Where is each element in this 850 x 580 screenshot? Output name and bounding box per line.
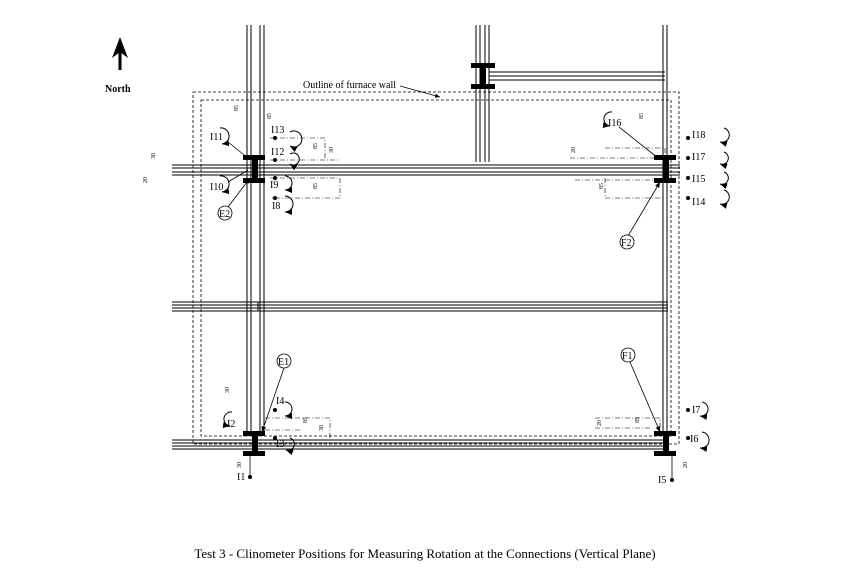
svg-text:85: 85 bbox=[639, 113, 645, 119]
clinometer-i16: I16 bbox=[608, 118, 621, 129]
furnace-wall-outline bbox=[192, 91, 680, 445]
svg-text:30: 30 bbox=[329, 147, 335, 153]
clinometer-i9: I9 bbox=[270, 180, 278, 191]
svg-text:20: 20 bbox=[683, 462, 689, 468]
clinometer-i10: I10 bbox=[210, 182, 223, 193]
svg-text:30: 30 bbox=[151, 153, 157, 159]
svg-text:20: 20 bbox=[143, 177, 149, 183]
furnace-wall-label: Outline of furnace wall bbox=[303, 80, 396, 91]
connection-leaders bbox=[227, 126, 673, 480]
svg-text:85: 85 bbox=[635, 417, 641, 423]
connection-f2: F2 bbox=[619, 234, 635, 250]
svg-text:85: 85 bbox=[599, 183, 605, 189]
clinometer-i12: I12 bbox=[271, 147, 284, 158]
clinometer-i3: I3 bbox=[276, 439, 284, 450]
svg-text:F1: F1 bbox=[622, 351, 633, 362]
svg-text:20: 20 bbox=[597, 420, 603, 426]
clinometer-i5: I5 bbox=[658, 475, 666, 486]
clinometer-i15: I15 bbox=[692, 174, 705, 185]
clinometer-i4: I4 bbox=[276, 396, 284, 407]
clinometer-i1: I1 bbox=[237, 472, 245, 483]
svg-text:F2: F2 bbox=[621, 238, 632, 249]
svg-text:85: 85 bbox=[234, 105, 240, 111]
rotation-arcs bbox=[219, 111, 730, 456]
clinometer-i14: I14 bbox=[692, 197, 705, 208]
svg-text:85: 85 bbox=[313, 143, 319, 149]
clinometer-i7: I7 bbox=[692, 405, 700, 416]
figure-caption: Test 3 - Clinometer Positions for Measur… bbox=[194, 546, 655, 561]
svg-text:20: 20 bbox=[571, 147, 577, 153]
svg-text:85: 85 bbox=[313, 183, 319, 189]
svg-text:30: 30 bbox=[319, 425, 325, 431]
clinometer-i17: I17 bbox=[692, 152, 705, 163]
clinometer-i8: I8 bbox=[272, 201, 280, 212]
clinometer-i18: I18 bbox=[692, 130, 705, 141]
dimension-values: 85 85 85 30 85 30 20 20 85 85 30 85 30 2… bbox=[143, 105, 689, 468]
connection-e1: E1 bbox=[276, 353, 292, 369]
north-label: North bbox=[105, 84, 131, 95]
connection-e2: E2 bbox=[217, 205, 233, 221]
beams bbox=[172, 71, 680, 450]
clinometer-labels: I13 I12 I9 I8 I11 I10 I16 I18 I17 I15 I1… bbox=[210, 118, 705, 486]
svg-text:85: 85 bbox=[303, 417, 309, 423]
north-arrow-icon bbox=[112, 37, 128, 70]
svg-text:E1: E1 bbox=[278, 357, 289, 368]
dimension-lines bbox=[265, 137, 666, 438]
clinometer-i11: I11 bbox=[210, 132, 223, 143]
svg-text:30: 30 bbox=[225, 387, 231, 393]
connection-labels: E2 F2 E1 F1 bbox=[217, 205, 636, 369]
svg-text:E2: E2 bbox=[219, 209, 230, 220]
i-section-symbols bbox=[243, 63, 676, 456]
columns bbox=[246, 25, 668, 432]
svg-text:30: 30 bbox=[237, 462, 243, 468]
clinometer-dots bbox=[248, 136, 690, 482]
connection-f1: F1 bbox=[620, 347, 636, 363]
clinometer-i13: I13 bbox=[271, 125, 284, 136]
clinometer-i6: I6 bbox=[690, 434, 698, 445]
svg-text:85: 85 bbox=[267, 113, 273, 119]
clinometer-i2: I2 bbox=[227, 419, 235, 430]
